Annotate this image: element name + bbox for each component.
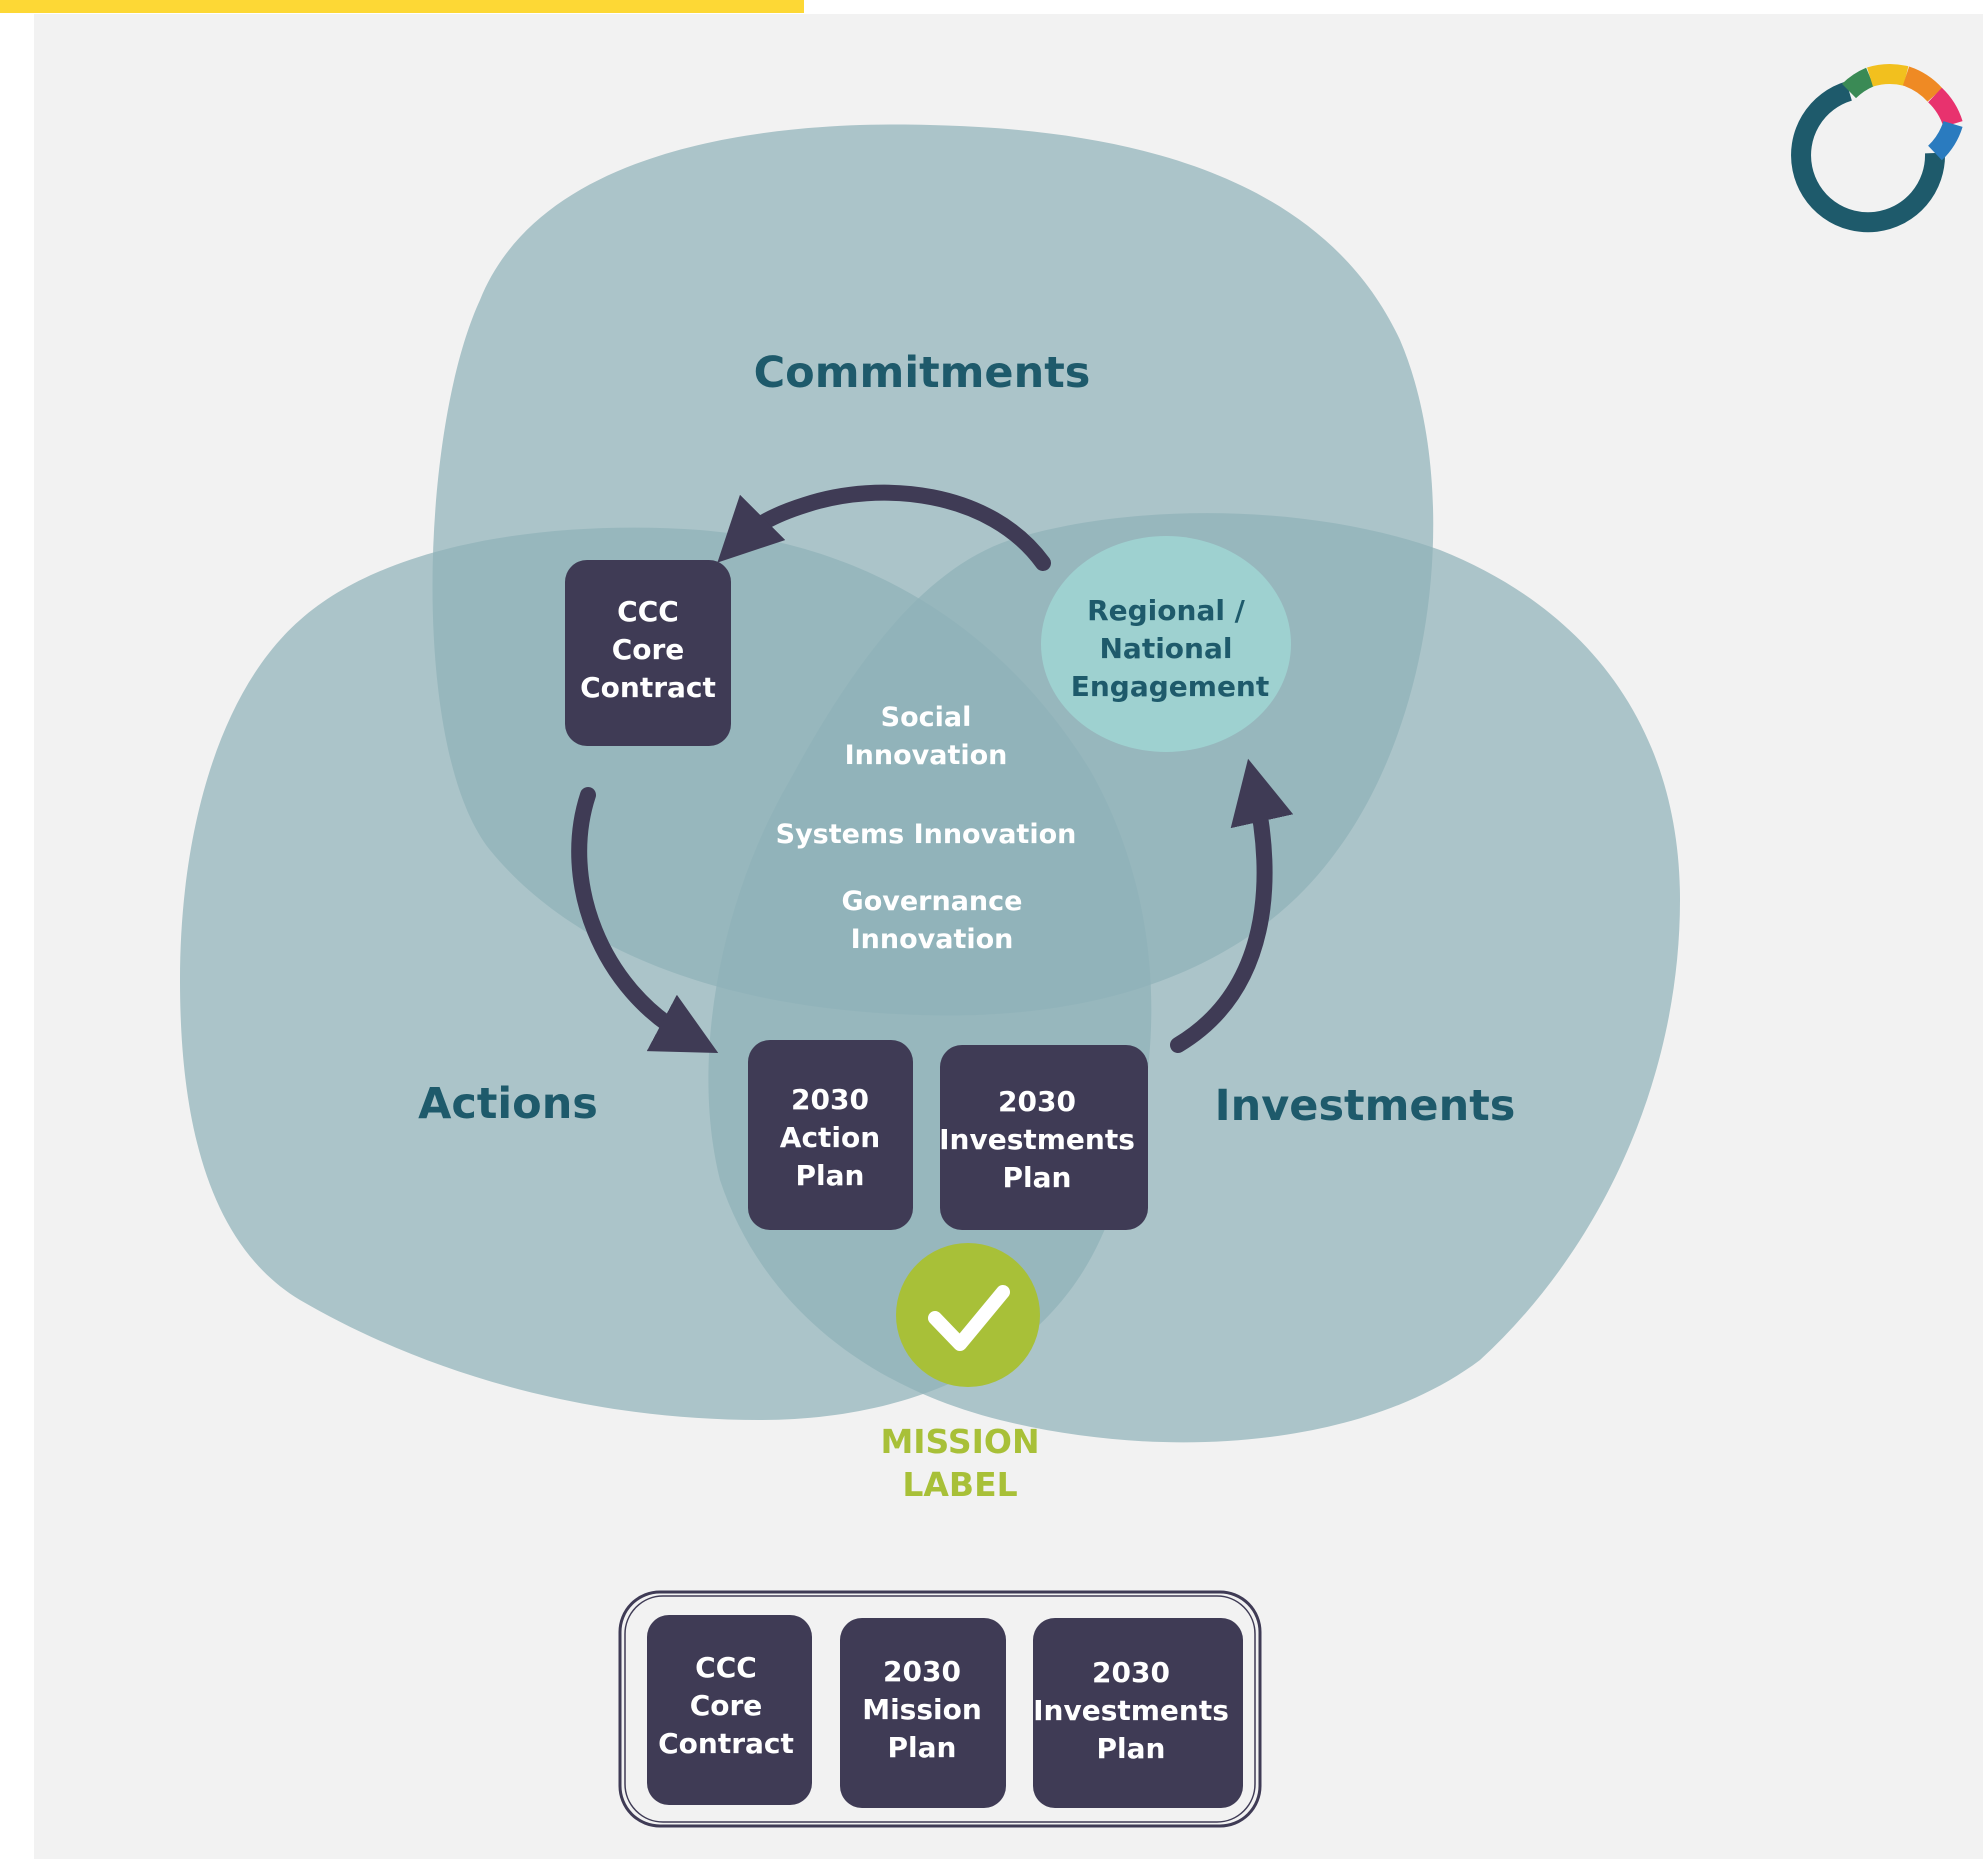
governance-innovation-line-1: Governance [842, 886, 1023, 917]
investments-plan-line-1: 2030 [998, 1085, 1076, 1118]
ring-logo-icon [1791, 64, 1963, 233]
core-line-3: Contract [580, 671, 716, 704]
bundle-investments-plan-line-3: Plan [1097, 1732, 1166, 1765]
social-innovation-line-1: Social [881, 702, 972, 733]
action-plan-line-1: 2030 [791, 1083, 869, 1116]
engagement-line-2: National [1100, 632, 1233, 665]
check-icon [928, 1285, 1010, 1351]
regional-engagement-bubble: Regional / National Engagement [1041, 536, 1291, 752]
engagement-line-3: Engagement [1071, 670, 1270, 703]
arrow-investments-to-engagement [1170, 758, 1294, 1053]
header-accent-bar [0, 0, 804, 13]
bundle-mission-plan-line-1: 2030 [883, 1655, 961, 1688]
investments-plan-box: 2030 Investments Plan [939, 1045, 1148, 1230]
investments-plan-line-2: Investments [939, 1123, 1135, 1156]
mission-label-line-1: MISSION [880, 1422, 1039, 1461]
arrow-engagement-to-core [717, 484, 1051, 571]
mission-bundle: CCC Core Contract 2030 Mission Plan 2030… [618, 1590, 1262, 1828]
bundle-core-box: CCC Core Contract [647, 1615, 812, 1805]
core-line-2: Core [612, 633, 685, 666]
investments-plan-line-3: Plan [1003, 1161, 1072, 1194]
bundle-mission-plan-line-3: Plan [888, 1731, 957, 1764]
bundle-core-line-1: CCC [695, 1651, 757, 1684]
commitments-label: Commitments [754, 348, 1091, 398]
bundle-core-line-2: Core [690, 1689, 763, 1722]
actions-label: Actions [418, 1079, 598, 1129]
social-innovation-line-2: Innovation [845, 740, 1008, 771]
action-plan-line-3: Plan [796, 1159, 865, 1192]
bundle-mission-plan-box: 2030 Mission Plan [840, 1618, 1006, 1808]
engagement-line-1: Regional / [1087, 594, 1246, 627]
systems-innovation: Systems Innovation [776, 819, 1077, 850]
action-plan-line-2: Action [780, 1121, 880, 1154]
mission-check-badge [896, 1243, 1040, 1387]
bundle-investments-plan-box: 2030 Investments Plan [1033, 1618, 1243, 1808]
bundle-investments-plan-line-2: Investments [1033, 1694, 1229, 1727]
action-plan-box: 2030 Action Plan [748, 1040, 913, 1230]
bundle-core-line-3: Contract [658, 1727, 794, 1760]
ccc-core-contract-box: CCC Core Contract [565, 560, 731, 746]
bundle-investments-plan-line-1: 2030 [1092, 1656, 1170, 1689]
bundle-mission-plan-line-2: Mission [862, 1693, 982, 1726]
core-line-1: CCC [617, 595, 679, 628]
mission-label-line-2: LABEL [902, 1465, 1017, 1504]
investments-label: Investments [1215, 1081, 1516, 1131]
arrow-core-to-action [571, 787, 719, 1054]
governance-innovation-line-2: Innovation [851, 924, 1014, 955]
